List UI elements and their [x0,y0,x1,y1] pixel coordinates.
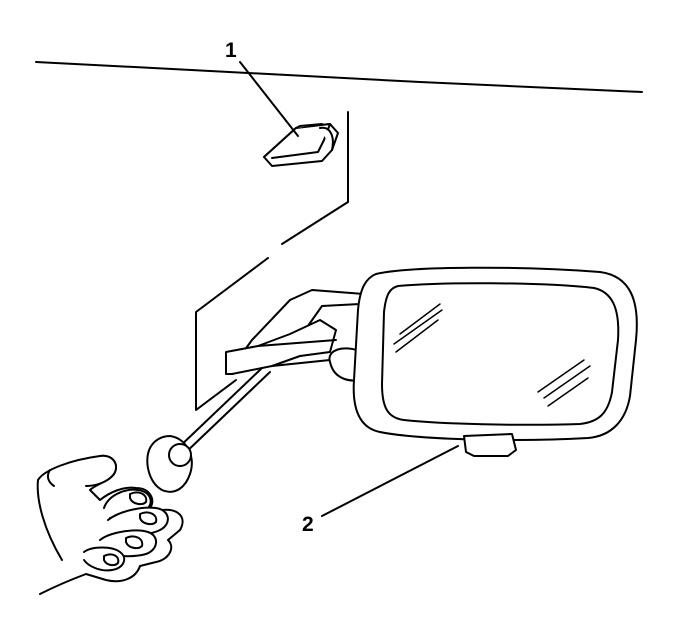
hand-icon [36,454,184,595]
windshield-panel [195,111,349,411]
callout-1-leader [239,61,299,137]
callout-2-leader [321,445,459,517]
mirror-glare [393,303,591,407]
windshield-edge [35,61,643,93]
mirror-glass [381,282,620,426]
rearview-mirror-icon [352,266,638,441]
screwdriver-icon [146,367,271,493]
mirror-mount-bracket [263,123,339,167]
mirror-retaining-screw [463,433,517,457]
callout-label-2: 2 [302,513,314,536]
callout-label-1: 1 [225,39,237,62]
